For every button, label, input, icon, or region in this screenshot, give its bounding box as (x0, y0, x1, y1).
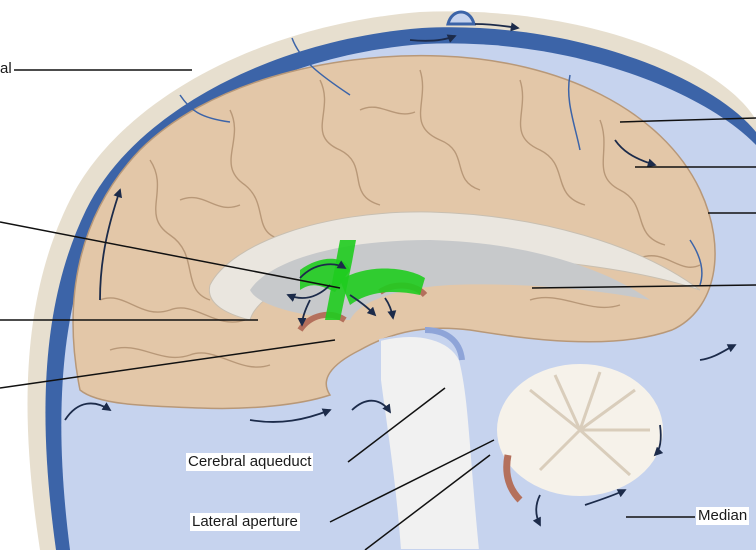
brainstem (379, 335, 482, 550)
label-median-partial: Median (696, 507, 750, 525)
label-cerebral-aqueduct: Cerebral aqueduct (186, 453, 314, 471)
flow-arrows (64, 22, 737, 527)
leader-lines (0, 69, 756, 550)
surface-veins (179, 37, 703, 286)
label-lateral-aperture: Lateral aperture (190, 513, 300, 531)
cerebellum-folia (529, 371, 650, 477)
choroid-plexus-4th (503, 454, 523, 503)
arachnoid-granulation (446, 10, 476, 26)
cerebral-aqueduct-channel (424, 327, 465, 361)
label-top-left-partial: al (0, 60, 14, 78)
corpus-callosum (208, 211, 701, 321)
gyri-lines (99, 69, 701, 368)
